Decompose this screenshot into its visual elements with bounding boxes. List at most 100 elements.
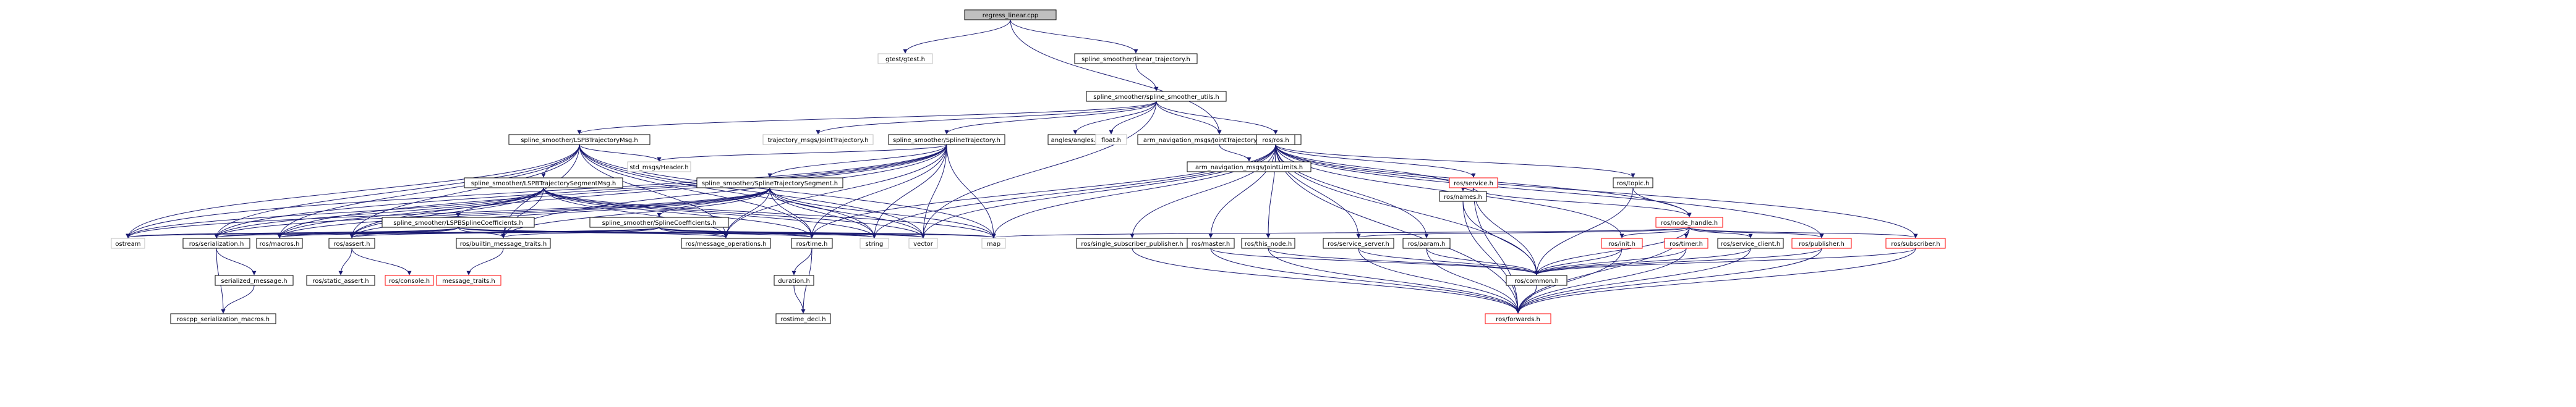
node-label: ros/service.h: [1454, 180, 1493, 187]
node-box: [170, 313, 276, 324]
node-lspbcoef[interactable]: spline_smoother/LSPBSplineCoefficients.h: [382, 217, 535, 228]
node-singlesub[interactable]: ros/single_subscriber_publisher.h: [1076, 238, 1188, 249]
node-stdheader: std_msgs/Header.h: [627, 161, 691, 172]
node-lspbmsg[interactable]: spline_smoother/LSPBTrajectoryMsg.h: [508, 134, 650, 145]
node-msgops[interactable]: ros/message_operations.h: [681, 238, 771, 249]
node-label: roscpp_serialization_macros.h: [177, 316, 270, 323]
node-box: [456, 238, 551, 249]
edge-rosh-to-topic: [1275, 144, 1636, 178]
node-names[interactable]: ros/names.h: [1439, 191, 1487, 202]
node-timer[interactable]: ros/timer.h: [1664, 238, 1708, 249]
node-common[interactable]: ros/common.h: [1506, 275, 1567, 286]
edge-lspbmsg-to-assert: [349, 144, 580, 238]
node-map: map: [981, 238, 1006, 249]
node-lspbseg[interactable]: spline_smoother/LSPBTrajectorySegmentMsg…: [464, 177, 623, 188]
node-publisher[interactable]: ros/publisher.h: [1791, 238, 1852, 249]
node-box: [436, 275, 501, 286]
edge-publisher-to-common: [1534, 248, 1822, 275]
edge-names-to-forwards: [1462, 201, 1520, 314]
node-label: ros/node_handle.h: [1661, 220, 1718, 227]
node-lintraj[interactable]: spline_smoother/linear_trajectory.h: [1074, 53, 1198, 64]
node-label: spline_smoother/LSPBTrajectorySegmentMsg…: [471, 180, 616, 187]
node-master[interactable]: ros/master.h: [1187, 238, 1235, 249]
node-angles[interactable]: angles/angles.h: [1047, 134, 1103, 145]
node-label: gtest/gtest.h: [885, 56, 925, 63]
edge-splinetraj-to-splineseg: [767, 144, 947, 178]
node-thisnode[interactable]: ros/this_node.h: [1241, 238, 1295, 249]
edge-utils-to-vector: [921, 101, 1157, 238]
node-serialized[interactable]: serialized_message.h: [215, 275, 294, 286]
node-servserver[interactable]: ros/service_server.h: [1323, 238, 1394, 249]
node-box: [696, 177, 843, 188]
nodes-layer: regress_linear.cpp gtest/gtest.h spline_sm…: [111, 9, 1946, 324]
node-assert[interactable]: ros/assert.h: [328, 238, 375, 249]
edge-splinetraj-to-string: [872, 144, 947, 238]
edge-nodehandle-to-common: [1534, 227, 1690, 275]
node-label: ros/timer.h: [1670, 241, 1703, 248]
edge-singlesub-to-forwards: [1132, 248, 1520, 314]
node-label: ros/builtin_message_traits.h: [460, 241, 547, 248]
node-param[interactable]: ros/param.h: [1402, 238, 1451, 249]
edge-topic-to-common: [1534, 187, 1634, 275]
node-box: [1323, 238, 1394, 249]
edge-duration-to-rostimedecl: [793, 285, 806, 314]
node-duration[interactable]: duration.h: [774, 275, 814, 286]
node-utils[interactable]: spline_smoother/spline_smoother_utils.h: [1086, 91, 1227, 102]
node-splineseg[interactable]: spline_smoother/SplineTrajectorySegment.…: [696, 177, 843, 188]
node-label: ros/common.h: [1514, 278, 1559, 285]
edge-builtin-to-msgtraits: [466, 248, 504, 275]
node-nodehandle[interactable]: ros/node_handle.h: [1655, 217, 1723, 228]
node-box: [1601, 238, 1643, 249]
node-console[interactable]: ros/console.h: [385, 275, 434, 286]
node-time[interactable]: ros/time.h: [791, 238, 833, 249]
node-box: [627, 161, 691, 172]
node-box: [1086, 91, 1227, 102]
node-rosh[interactable]: ros/ros.h: [1256, 134, 1295, 145]
edge-splineseg-to-builtin: [501, 187, 770, 238]
node-servclient[interactable]: ros/service_client.h: [1717, 238, 1784, 249]
edge-nodehandle-to-servclient: [1689, 227, 1753, 238]
node-box: [888, 134, 1005, 145]
node-splinetraj[interactable]: spline_smoother/SplineTrajectory.h: [888, 134, 1005, 145]
node-regress[interactable]: regress_linear.cpp: [964, 9, 1057, 20]
node-service[interactable]: ros/service.h: [1449, 177, 1498, 188]
node-forwards[interactable]: ros/forwards.h: [1485, 313, 1551, 324]
node-builtin[interactable]: ros/builtin_message_traits.h: [456, 238, 551, 249]
node-macros[interactable]: ros/macros.h: [256, 238, 303, 249]
edge-rosh-to-forwards: [1275, 144, 1520, 314]
node-box: [1241, 238, 1295, 249]
node-msgtraits[interactable]: message_traits.h: [436, 275, 501, 286]
node-armjl[interactable]: arm_navigation_msgs/JointLimits.h: [1187, 161, 1311, 172]
node-label: ros/this_node.h: [1245, 241, 1292, 248]
edge-utils-to-trajmsgs: [816, 101, 1157, 135]
node-box: [964, 9, 1057, 20]
node-roscppser[interactable]: roscpp_serialization_macros.h: [170, 313, 276, 324]
edge-param-to-common: [1426, 248, 1539, 275]
edge-rosh-to-map: [991, 144, 1276, 238]
node-splinecoef[interactable]: spline_smoother/SplineCoefficients.h: [589, 217, 729, 228]
node-box: [215, 275, 294, 286]
edge-lspbcoef-to-ostream: [126, 227, 459, 238]
node-box: [382, 217, 535, 228]
node-staticassert[interactable]: ros/static_assert.h: [306, 275, 375, 286]
edge-init-to-common: [1534, 248, 1623, 275]
node-trajmsgs: trajectory_msgs/JointTrajectory.h: [762, 134, 874, 145]
node-subscriber[interactable]: ros/subscriber.h: [1885, 238, 1946, 249]
node-box: [1449, 177, 1498, 188]
node-label: angles/angles.h: [1051, 137, 1100, 144]
edge-service-to-names: [1461, 187, 1474, 191]
edge-servserver-to-forwards: [1358, 248, 1520, 314]
edge-lspbseg-to-ostream: [126, 187, 544, 238]
node-serialization[interactable]: ros/serialization.h: [182, 238, 250, 249]
node-rostimedecl[interactable]: rostime_decl.h: [775, 313, 831, 324]
node-label: ros/master.h: [1192, 241, 1230, 248]
node-vector: vector: [908, 238, 938, 249]
node-box: [306, 275, 375, 286]
node-box: [328, 238, 375, 249]
node-label: map: [987, 241, 1000, 248]
node-box: [1885, 238, 1946, 249]
node-topic[interactable]: ros/topic.h: [1613, 177, 1653, 188]
edge-servserver-to-common: [1358, 248, 1539, 275]
edge-regress-to-armjtwl: [1010, 19, 1222, 135]
node-init[interactable]: ros/init.h: [1601, 238, 1643, 249]
